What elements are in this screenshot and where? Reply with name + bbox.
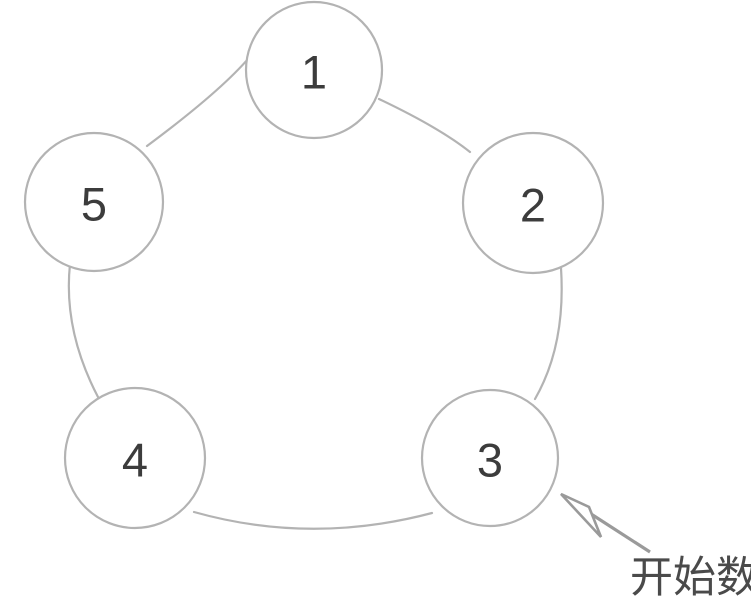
arrow-shaft-line <box>587 510 651 554</box>
node-label-1: 1 <box>301 46 327 99</box>
node-circle-2[interactable] <box>461 131 605 275</box>
annotation-arrow <box>560 492 651 554</box>
node-group <box>23 0 605 530</box>
node-label-5: 5 <box>81 178 107 231</box>
arrow-head-triangle <box>560 492 603 538</box>
annotation-label: 开始数 <box>630 553 751 603</box>
node-label-3: 3 <box>477 434 503 487</box>
edge-3-to-4 <box>192 510 434 530</box>
edge-5-to-1 <box>145 51 255 148</box>
edge-4-to-5 <box>67 262 100 399</box>
node-label-group: 1 2 3 4 5 <box>81 46 546 487</box>
edge-1-to-2 <box>377 97 472 154</box>
node-circle-3[interactable] <box>420 388 560 528</box>
node-circle-1[interactable] <box>244 0 384 140</box>
node-circle-5[interactable] <box>23 131 165 273</box>
node-label-2: 2 <box>520 179 546 232</box>
node-circle-4[interactable] <box>63 386 207 530</box>
edge-2-to-3 <box>533 266 563 401</box>
node-label-4: 4 <box>122 434 148 487</box>
